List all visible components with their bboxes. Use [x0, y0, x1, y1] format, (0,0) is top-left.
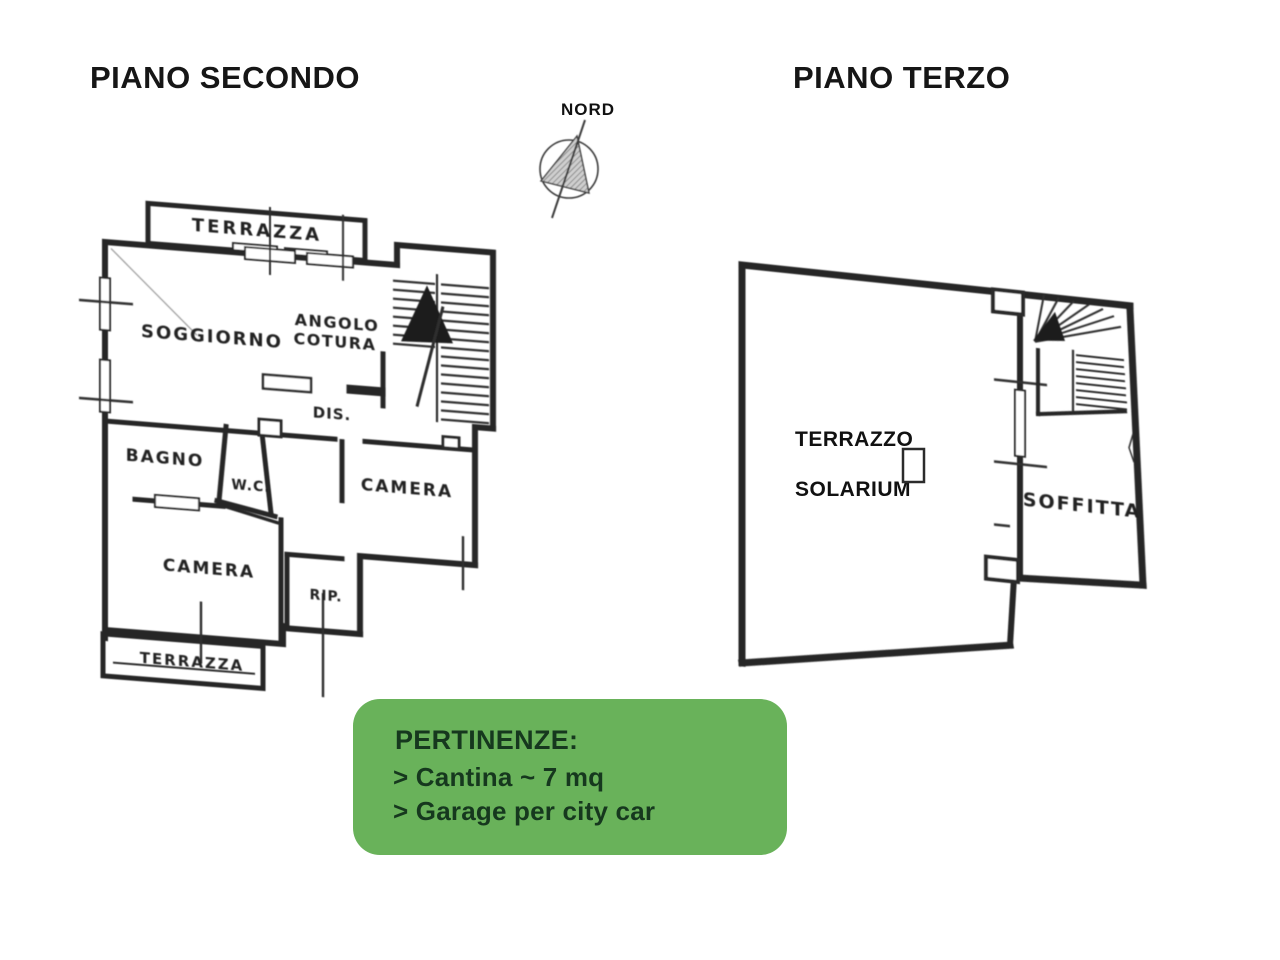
floor2-label-camera-right: CAMERA: [361, 475, 453, 502]
floor3-stairs: [1033, 294, 1128, 417]
floor3-label-soffitta: SOFFITTA: [1023, 489, 1141, 523]
floor3-title: PIANO TERZO: [793, 60, 1011, 95]
floor2-label-wc: W.C.: [231, 477, 270, 496]
floor2-label-dis: DIS.: [313, 403, 352, 424]
floor2-inner-walls: [102, 351, 478, 647]
floor3-center-marker: [901, 447, 926, 484]
floor2-terrace-bottom: [100, 631, 266, 692]
pertinenze-box: PERTINENZE: > Cantina ~ 7 mq > Garage pe…: [353, 699, 787, 855]
floor2-wall-ticks: [79, 206, 465, 698]
floor2-label-bagno: BAGNO: [126, 446, 205, 472]
floor2-plan: TERRAZZA SOGGIORNO ANGOLO COTURA DIS. BA…: [79, 200, 496, 698]
floor3-label-terrazzo: TERRAZZO: [795, 428, 913, 451]
floor2-label-rip: RIP.: [310, 587, 343, 606]
floor2-label-soggiorno: SOGGIORNO: [141, 321, 283, 353]
floor2-stairs: [393, 274, 489, 425]
floor2-label-terrazza-top: TERRAZZA: [192, 215, 322, 246]
pertinenze-title: PERTINENZE:: [395, 725, 579, 755]
compass-icon: [539, 119, 599, 219]
floor2-label-terrazza-bottom: TERRAZZA: [140, 649, 245, 675]
floor2-label-camera-left: CAMERA: [163, 556, 255, 583]
pertinenze-item-cantina: > Cantina ~ 7 mq: [393, 762, 605, 792]
floor2-title: PIANO SECONDO: [90, 60, 361, 95]
floor2-windows: [99, 245, 354, 512]
compass-north-label: NORD: [561, 100, 615, 119]
pertinenze-item-garage: > Garage per city car: [393, 796, 656, 826]
floor3-plan: SOFFITTA: [737, 261, 1147, 667]
floor3-outer-walls: [737, 261, 1147, 667]
floor3-label-solarium: SOLARIUM: [795, 478, 911, 501]
